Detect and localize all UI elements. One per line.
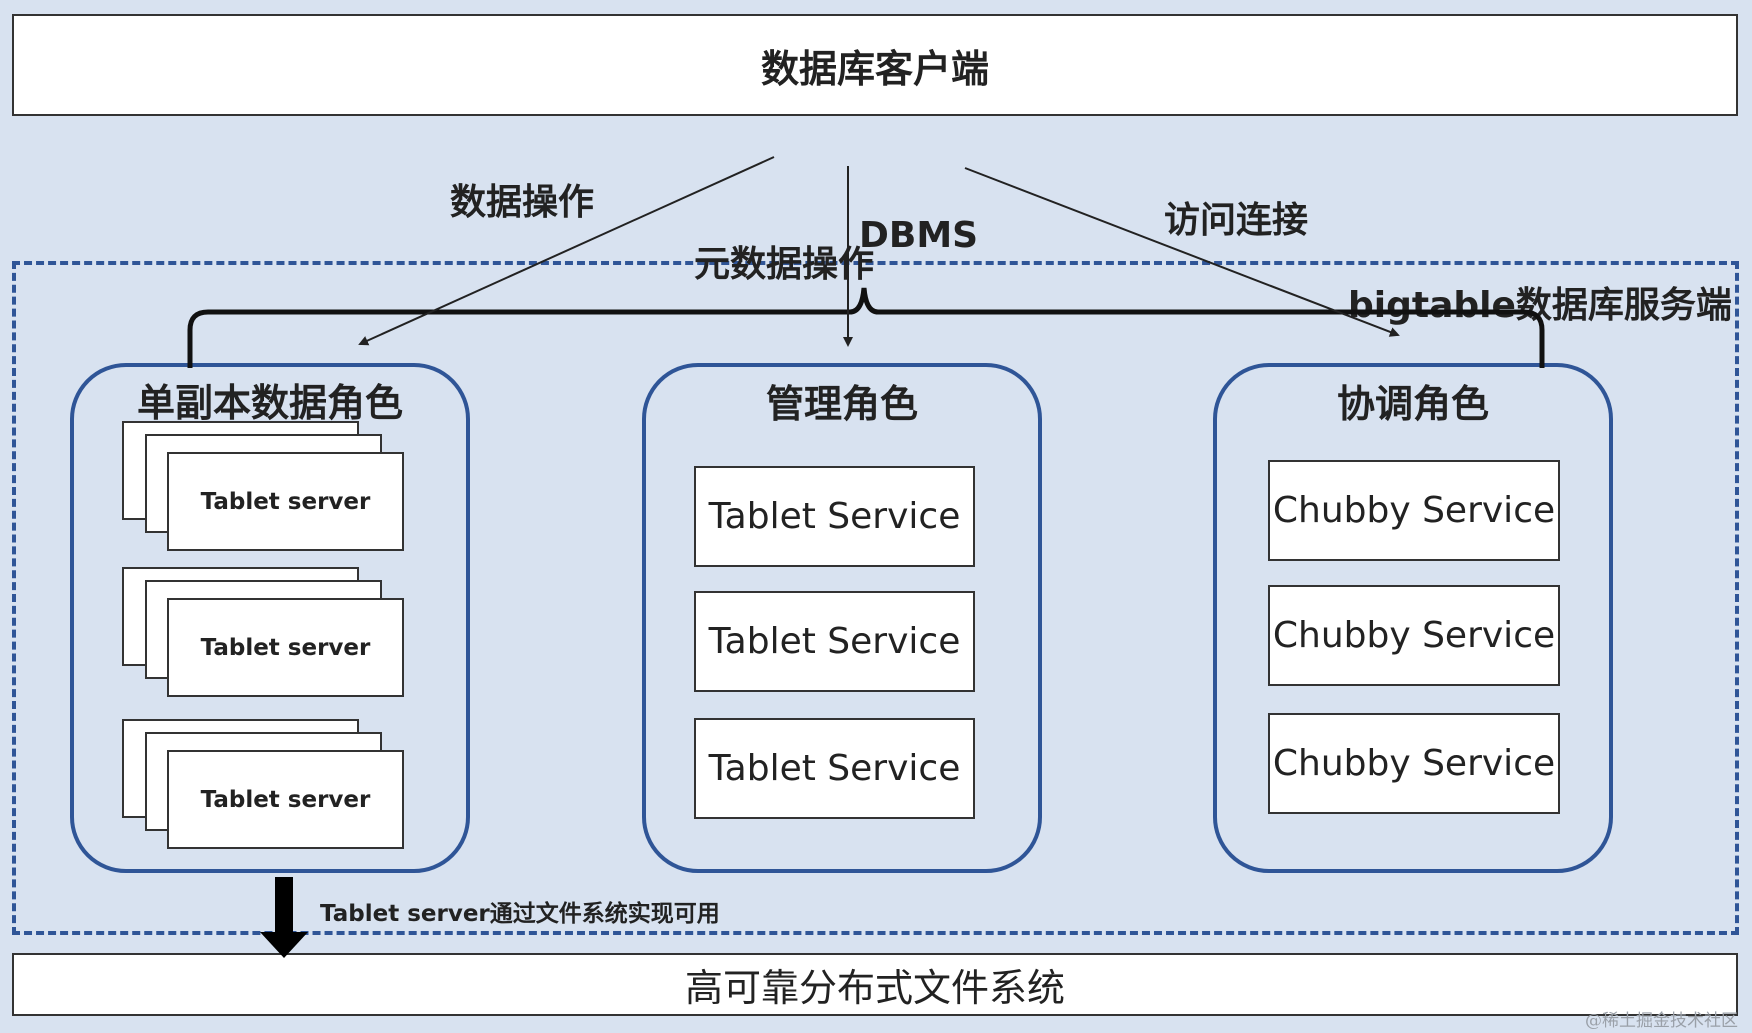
tablet-server-card: Tablet server [167,452,404,551]
edge-label-access: 访问连接 [1164,200,1309,241]
role-data-replica [70,363,470,873]
role-data-replica-title: 单副本数据角色 [136,381,403,425]
watermark: @稀土掘金技术社区 [1585,1011,1738,1031]
arrow-data-operation [358,156,775,346]
storage-arrow [260,877,308,958]
tablet-server-label: Tablet server [200,634,371,661]
distributed-filesystem-label: 高可靠分布式文件系统 [684,966,1065,1010]
database-client-box: 数据库客户端 [12,14,1738,116]
tablet-service-box: Tablet Service [694,466,975,567]
edge-label-dbms: DBMS [859,215,979,256]
chubby-service-box: Chubby Service [1268,460,1560,561]
tablet-service-label: Tablet Service [708,496,961,537]
tablet-server-card: Tablet server [167,598,404,697]
tablet-server-label: Tablet server [200,488,371,515]
database-client-label: 数据库客户端 [760,46,989,91]
role-management-title: 管理角色 [765,382,918,426]
edge-label-data-op: 数据操作 [450,182,595,223]
storage-note: Tablet server通过文件系统实现可用 [320,901,720,927]
chubby-service-box: Chubby Service [1268,713,1560,814]
chubby-service-label: Chubby Service [1272,743,1556,784]
tablet-server-card: Tablet server [167,750,404,849]
chubby-service-label: Chubby Service [1272,490,1556,531]
tablet-service-box: Tablet Service [694,718,975,819]
bigtable-server-frame [12,261,1739,935]
tablet-service-label: Tablet Service [708,621,961,662]
grouping-brace [187,287,1545,368]
chubby-service-label: Chubby Service [1272,615,1556,656]
tablet-service-label: Tablet Service [708,748,961,789]
tablet-service-box: Tablet Service [694,591,975,692]
tablet-server-label: Tablet server [200,786,371,813]
edge-label-meta-op: 元数据操作 [694,244,875,285]
arrow-access-connection [964,167,1400,337]
role-coordination-title: 协调角色 [1336,382,1489,426]
role-coordination [1213,363,1613,873]
role-management [642,363,1042,873]
distributed-filesystem-box: 高可靠分布式文件系统 [12,953,1738,1016]
chubby-service-box: Chubby Service [1268,585,1560,686]
